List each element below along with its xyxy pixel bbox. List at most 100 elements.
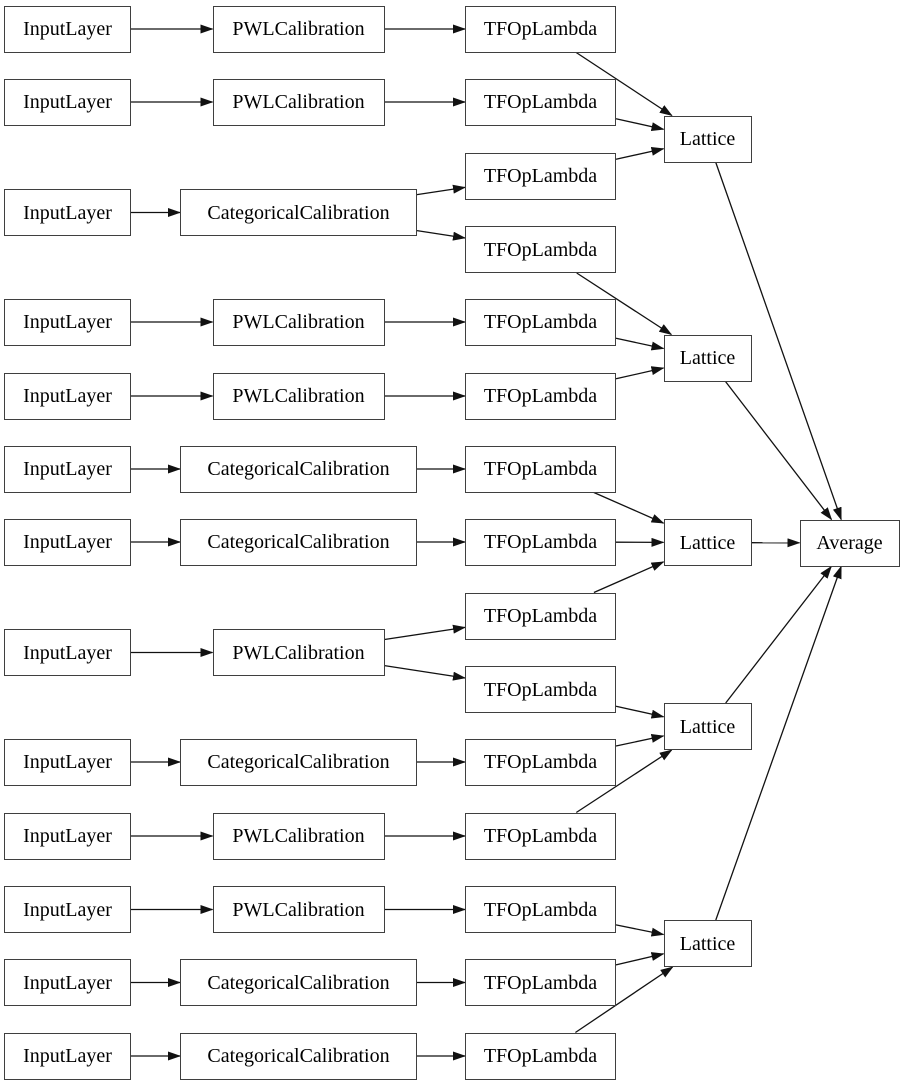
edge-lat2-to-avg bbox=[724, 381, 833, 521]
node-categoricalcalibration: CategoricalCalibration bbox=[180, 518, 417, 566]
node-label: TFOpLambda bbox=[483, 898, 598, 921]
node-lattice: Lattice bbox=[663, 519, 752, 566]
node-pwlcalibration: PWLCalibration bbox=[212, 298, 385, 346]
node-tfoplambda: TFOpLambda bbox=[465, 5, 616, 53]
edge-tf2-to-lat1 bbox=[615, 118, 665, 132]
edge-cal8-to-tf10 bbox=[384, 664, 466, 681]
node-inputlayer: InputLayer bbox=[4, 1032, 131, 1080]
node-label: CategoricalCalibration bbox=[207, 201, 390, 224]
node-label: Lattice bbox=[679, 128, 736, 150]
node-label: TFOpLambda bbox=[483, 678, 598, 701]
edge-cal3-to-tf3 bbox=[416, 184, 466, 196]
node-pwlcalibration: PWLCalibration bbox=[212, 78, 385, 126]
node-label: InputLayer bbox=[23, 1045, 112, 1067]
node-lattice: Lattice bbox=[663, 115, 752, 163]
node-categoricalcalibration: CategoricalCalibration bbox=[180, 189, 417, 236]
node-inputlayer: InputLayer bbox=[4, 812, 131, 860]
node-label: CategoricalCalibration bbox=[207, 751, 390, 773]
node-label: PWLCalibration bbox=[232, 18, 365, 40]
node-tfoplambda: TFOpLambda bbox=[465, 518, 616, 566]
node-inputlayer: InputLayer bbox=[4, 629, 131, 676]
node-lattice: Lattice bbox=[663, 334, 752, 382]
edge-cal3-to-tf4 bbox=[416, 229, 466, 241]
node-label: Lattice bbox=[679, 531, 736, 554]
node-categoricalcalibration: CategoricalCalibration bbox=[180, 959, 417, 1006]
node-label: PWLCalibration bbox=[232, 385, 365, 407]
node-label: Lattice bbox=[679, 715, 736, 738]
node-label: TFOpLambda bbox=[483, 1045, 598, 1067]
node-tfoplambda: TFOpLambda bbox=[465, 152, 616, 200]
node-label: CategoricalCalibration bbox=[207, 971, 390, 994]
node-tfoplambda: TFOpLambda bbox=[465, 666, 616, 713]
node-label: PWLCalibration bbox=[232, 641, 365, 664]
node-label: InputLayer bbox=[23, 91, 112, 113]
node-pwlcalibration: PWLCalibration bbox=[212, 5, 385, 53]
node-inputlayer: InputLayer bbox=[4, 5, 131, 53]
node-tfoplambda: TFOpLambda bbox=[465, 298, 616, 346]
node-tfoplambda: TFOpLambda bbox=[465, 226, 616, 273]
node-average: Average bbox=[799, 519, 900, 567]
node-label: TFOpLambda bbox=[483, 605, 598, 627]
node-tfoplambda: TFOpLambda bbox=[465, 78, 616, 126]
node-inputlayer: InputLayer bbox=[4, 738, 131, 786]
edge-tf13-to-lat5 bbox=[615, 924, 665, 937]
node-label: TFOpLambda bbox=[483, 751, 598, 773]
node-label: InputLayer bbox=[23, 458, 112, 480]
node-pwlcalibration: PWLCalibration bbox=[212, 372, 385, 420]
node-label: InputLayer bbox=[23, 751, 112, 773]
node-label: TFOpLambda bbox=[483, 531, 598, 553]
node-tfoplambda: TFOpLambda bbox=[465, 886, 616, 933]
node-label: InputLayer bbox=[23, 825, 112, 847]
node-label: InputLayer bbox=[23, 311, 112, 333]
node-tfoplambda: TFOpLambda bbox=[465, 959, 616, 1006]
node-categoricalcalibration: CategoricalCalibration bbox=[180, 738, 417, 786]
node-tfoplambda: TFOpLambda bbox=[465, 445, 616, 493]
node-label: InputLayer bbox=[23, 641, 112, 664]
edge-cal8-to-tf9 bbox=[384, 624, 466, 641]
node-inputlayer: InputLayer bbox=[4, 886, 131, 933]
node-label: TFOpLambda bbox=[483, 311, 598, 333]
node-pwlcalibration: PWLCalibration bbox=[212, 812, 385, 860]
node-label: InputLayer bbox=[23, 898, 112, 921]
node-tfoplambda: TFOpLambda bbox=[465, 738, 616, 786]
node-categoricalcalibration: CategoricalCalibration bbox=[180, 445, 417, 493]
node-label: Lattice bbox=[679, 932, 736, 955]
node-pwlcalibration: PWLCalibration bbox=[212, 886, 385, 933]
node-tfoplambda: TFOpLambda bbox=[465, 372, 616, 420]
node-tfoplambda: TFOpLambda bbox=[465, 592, 616, 640]
node-label: CategoricalCalibration bbox=[207, 1045, 390, 1067]
node-label: PWLCalibration bbox=[232, 91, 365, 113]
node-label: TFOpLambda bbox=[483, 18, 598, 40]
edge-tf9-to-lat3 bbox=[593, 561, 665, 594]
node-inputlayer: InputLayer bbox=[4, 372, 131, 420]
node-inputlayer: InputLayer bbox=[4, 78, 131, 126]
edge-tf6-to-lat2 bbox=[615, 366, 665, 380]
node-pwlcalibration: PWLCalibration bbox=[212, 629, 385, 676]
node-label: InputLayer bbox=[23, 201, 112, 224]
edge-lat4-to-avg bbox=[725, 565, 832, 704]
node-label: TFOpLambda bbox=[483, 458, 598, 480]
node-label: TFOpLambda bbox=[483, 825, 598, 847]
node-inputlayer: InputLayer bbox=[4, 518, 131, 566]
edge-tf5-to-lat2 bbox=[615, 337, 665, 351]
node-label: PWLCalibration bbox=[232, 311, 365, 333]
node-tfoplambda: TFOpLambda bbox=[465, 812, 616, 860]
node-tfoplambda: TFOpLambda bbox=[465, 1032, 616, 1080]
node-inputlayer: InputLayer bbox=[4, 298, 131, 346]
node-label: CategoricalCalibration bbox=[207, 531, 390, 553]
node-lattice: Lattice bbox=[663, 920, 752, 967]
node-inputlayer: InputLayer bbox=[4, 189, 131, 236]
node-inputlayer: InputLayer bbox=[4, 445, 131, 493]
node-label: CategoricalCalibration bbox=[207, 458, 390, 480]
node-label: InputLayer bbox=[23, 385, 112, 407]
node-label: InputLayer bbox=[23, 18, 112, 40]
node-label: Average bbox=[816, 532, 883, 554]
edge-tf14-to-lat5 bbox=[615, 952, 665, 966]
node-label: TFOpLambda bbox=[483, 165, 598, 187]
node-label: Lattice bbox=[679, 347, 736, 369]
node-label: InputLayer bbox=[23, 531, 112, 553]
node-inputlayer: InputLayer bbox=[4, 959, 131, 1006]
node-label: PWLCalibration bbox=[232, 898, 365, 921]
